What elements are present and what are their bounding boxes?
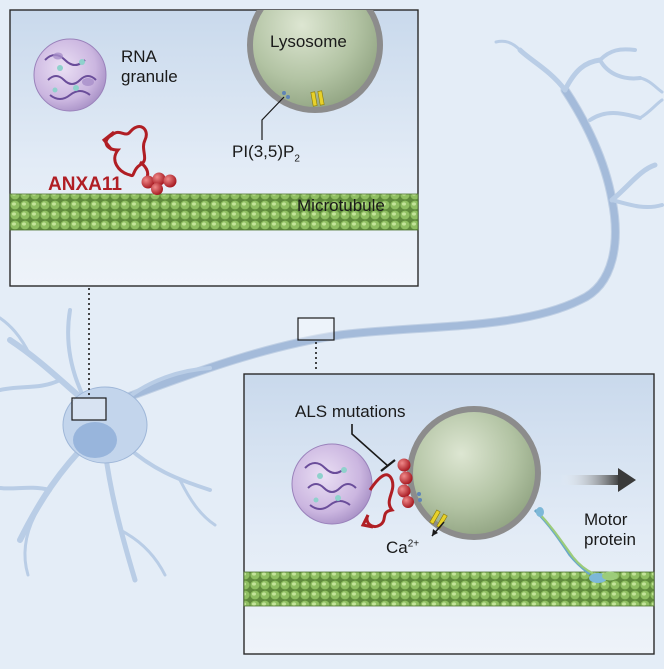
rna-granule-top [33, 38, 107, 112]
microtubule-top [10, 194, 418, 230]
als-mutations-label: ALS mutations [295, 402, 406, 421]
rna-granule-label: RNA granule [121, 47, 178, 86]
nucleus [73, 422, 117, 458]
pi35p2-label: PI(3,5)P2 [232, 142, 300, 165]
motor-protein [533, 507, 618, 583]
motor-protein-label: Motor protein [584, 510, 636, 549]
zoom-box-axon [297, 317, 335, 341]
top-panel [9, 9, 419, 287]
ca-label: Ca2+ [386, 538, 420, 557]
anxa11-protein [101, 125, 177, 195]
microtubule-bottom [244, 572, 654, 606]
lysosome-label: Lysosome [270, 32, 347, 51]
anxa11-label: ANXA11 [48, 174, 122, 195]
zoom-box-soma [71, 397, 107, 421]
als-inhibition-bar [380, 459, 396, 472]
axon [116, 86, 619, 404]
rna-granule-bottom [291, 443, 373, 525]
lysosome-bottom [407, 406, 541, 540]
transport-arrow-shaft [560, 475, 620, 485]
neuron [0, 39, 664, 583]
lysosome-top [247, 10, 383, 140]
transport-arrow-head [618, 468, 636, 492]
microtubule-label: Microtubule [297, 196, 385, 215]
als-inhibition-line [351, 424, 389, 467]
bottom-panel [243, 373, 655, 655]
anxa11-bridge [360, 458, 414, 529]
